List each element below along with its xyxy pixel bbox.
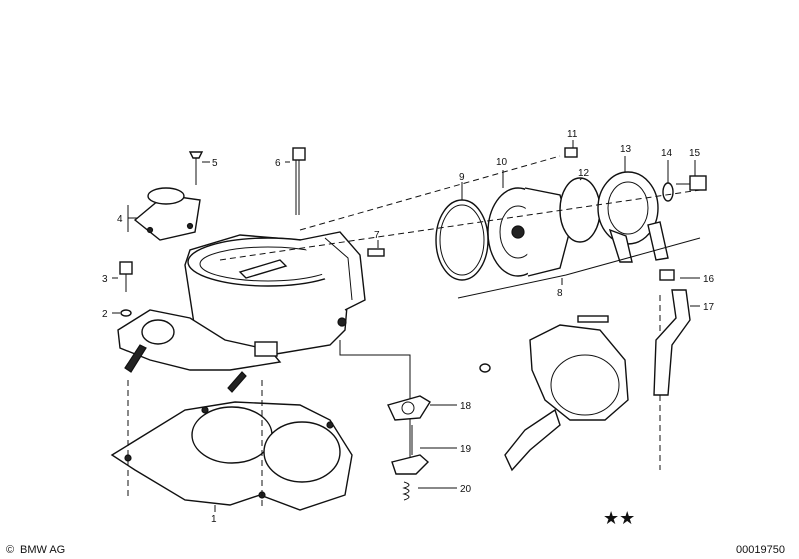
screw-part-3 (119, 261, 133, 317)
leader-line (339, 340, 411, 460)
callout-3: 3 (102, 274, 108, 285)
copyright-icon: © (6, 544, 14, 556)
o-ring-part-12 (559, 177, 601, 243)
leader-lines (112, 140, 700, 512)
valve-part-19 (391, 454, 430, 475)
cover-plate-part (133, 151, 204, 241)
gasket-part (110, 401, 353, 511)
centerline (299, 155, 561, 231)
callout-20: 20 (460, 484, 472, 495)
callout-19: 19 (460, 444, 472, 455)
vacuum-parts-18-20 (387, 395, 431, 501)
brand-label: BMW AG (20, 544, 65, 556)
washer-part-14 (662, 182, 674, 202)
bolt-part-6 (292, 147, 306, 215)
callout-6: 6 (275, 158, 281, 169)
callout-8: 8 (557, 288, 563, 299)
centerline (219, 189, 701, 261)
gasket-part-18 (387, 395, 431, 421)
vacuum-unit (479, 315, 629, 472)
callout-12: 12 (578, 168, 590, 179)
screw-part-11 (564, 147, 578, 158)
spring-part-20 (402, 481, 410, 501)
callouts: 5 6 4 3 2 7 9 10 11 12 13 14 15 8 16 17 … (102, 129, 715, 525)
callout-16: 16 (703, 274, 715, 285)
gasket-ring-part-9 (435, 199, 489, 281)
bolt-part-15 (689, 175, 707, 191)
clip-part-7 (367, 248, 385, 257)
bracket-part-8 (457, 237, 701, 299)
callout-14: 14 (661, 148, 673, 159)
stars-icon: ★★ (603, 508, 635, 529)
choke-cover-part-13 (597, 171, 659, 245)
callout-4: 4 (117, 214, 123, 225)
footer: © BMW AG ★★ 00019750 (6, 508, 785, 556)
clamp-part-16 (659, 269, 675, 281)
callout-15: 15 (689, 148, 701, 159)
carburetor-body (117, 231, 366, 393)
hose-assembly (653, 269, 691, 396)
callout-7: 7 (374, 230, 380, 241)
callout-18: 18 (460, 401, 472, 412)
callout-1: 1 (211, 514, 217, 525)
hose-part-17 (653, 289, 691, 396)
callout-5: 5 (212, 158, 218, 169)
callout-17: 17 (703, 302, 715, 313)
callout-11: 11 (567, 129, 578, 140)
diagram-number: 00019750 (736, 544, 785, 556)
callout-10: 10 (496, 157, 508, 168)
callout-13: 13 (620, 144, 632, 155)
callout-2: 2 (102, 309, 108, 320)
choke-assembly (435, 147, 707, 281)
callout-9: 9 (459, 172, 465, 183)
